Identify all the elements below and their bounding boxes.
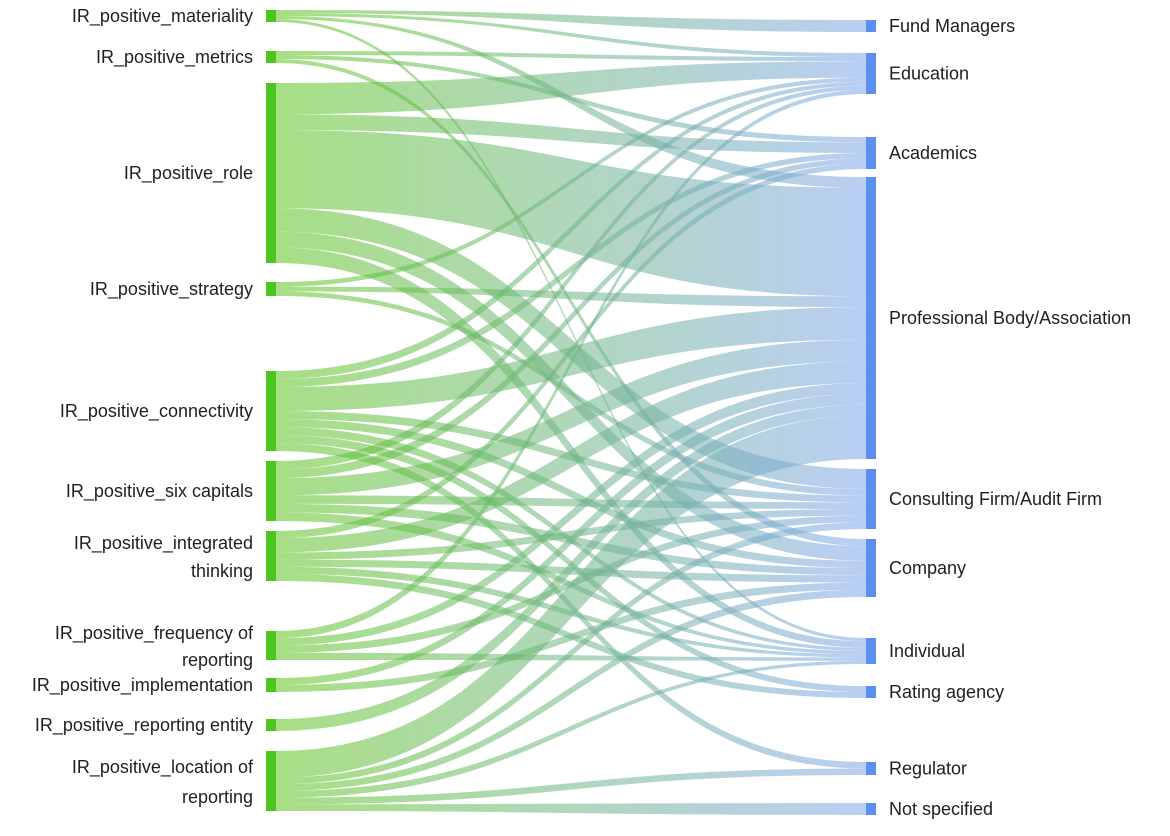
source-node-location	[266, 751, 276, 811]
target-node-individual	[866, 638, 876, 664]
target-label-consulting: Consulting Firm/Audit Firm	[889, 489, 1102, 509]
link-location-to-regulator	[276, 768, 866, 805]
source-label-materiality: IR_positive_materiality	[72, 6, 253, 27]
link-role-to-professional	[276, 129, 866, 297]
target-node-rating	[866, 686, 876, 698]
source-label-entity: IR_positive_reporting entity	[35, 715, 253, 736]
source-node-entity	[266, 719, 276, 731]
link-strategy-to-professional	[276, 286, 866, 308]
link-materiality-to-fund	[276, 10, 866, 32]
source-label-implementation: IR_positive_implementation	[32, 675, 253, 696]
target-label-education: Education	[889, 64, 969, 84]
link-implementation-to-company	[276, 582, 866, 692]
link-implementation-to-professional	[276, 393, 866, 685]
source-node-frequency	[266, 631, 276, 660]
source-nodes	[266, 10, 276, 811]
link-role-to-education	[276, 61, 866, 115]
target-node-notspec	[866, 803, 876, 815]
target-node-education	[866, 53, 876, 94]
link-integrated-to-academics	[276, 163, 866, 539]
target-label-regulator: Regulator	[889, 759, 967, 779]
link-strategy-to-education	[276, 77, 866, 287]
source-labels: IR_positive_materialityIR_positive_metri…	[32, 6, 254, 807]
source-node-role	[266, 83, 276, 263]
source-label-connectivity: IR_positive_connectivity	[60, 401, 253, 422]
link-location-to-notspec	[276, 803, 866, 815]
link-frequency-to-education	[276, 89, 866, 639]
target-node-fund	[866, 20, 876, 32]
target-node-company	[866, 539, 876, 597]
source-label-frequency: IR_positive_frequency of	[55, 623, 254, 644]
source-node-strategy	[266, 282, 276, 296]
link-location-to-professional	[276, 415, 866, 778]
target-labels: Fund ManagersEducationAcademicsProfessio…	[889, 16, 1131, 819]
source-node-implementation	[266, 678, 276, 692]
source-label-six_capitals: IR_positive_six capitals	[66, 481, 253, 502]
source-label-location-line2: reporting	[182, 787, 253, 807]
link-metrics-to-education	[276, 51, 866, 62]
link-strategy-to-consulting	[276, 291, 866, 496]
link-role-to-individual	[276, 247, 866, 648]
link-location-to-individual	[276, 660, 866, 798]
target-label-rating: Rating agency	[889, 682, 1004, 702]
target-node-professional	[866, 177, 876, 459]
source-node-six_capitals	[266, 461, 276, 521]
link-materiality-to-professional	[276, 16, 866, 188]
target-label-notspec: Not specified	[889, 799, 993, 819]
target-node-regulator	[866, 762, 876, 775]
link-role-to-academics	[276, 114, 866, 153]
target-label-professional: Professional Body/Association	[889, 308, 1131, 328]
link-integrated-to-consulting	[276, 509, 866, 560]
source-node-metrics	[266, 51, 276, 63]
link-six_capitals-to-academics	[276, 158, 866, 479]
source-label-location: IR_positive_location of	[72, 757, 254, 778]
link-frequency-to-professional	[276, 383, 866, 646]
source-label-role: IR_positive_role	[124, 163, 253, 184]
link-connectivity-to-academics	[276, 153, 866, 387]
link-entity-to-professional	[276, 404, 866, 731]
link-six_capitals-to-education	[276, 85, 866, 470]
source-node-connectivity	[266, 371, 276, 451]
target-label-academics: Academics	[889, 143, 977, 163]
source-label-frequency-line2: reporting	[182, 650, 253, 670]
link-location-to-company	[276, 589, 866, 791]
source-label-metrics: IR_positive_metrics	[96, 47, 253, 68]
target-label-individual: Individual	[889, 641, 965, 661]
link-materiality-to-individual	[276, 19, 866, 642]
link-location-to-consulting	[276, 522, 866, 785]
link-integrated-to-professional	[276, 361, 866, 553]
link-metrics-to-company	[276, 59, 866, 547]
link-metrics-to-academics	[276, 55, 866, 143]
target-label-fund: Fund Managers	[889, 16, 1015, 36]
sankey-links	[276, 10, 866, 815]
source-label-integrated: IR_positive_integrated	[74, 533, 253, 554]
link-connectivity-to-education	[276, 81, 866, 379]
link-six_capitals-to-professional	[276, 339, 866, 496]
link-materiality-to-education	[276, 13, 866, 58]
link-connectivity-to-professional	[276, 307, 866, 411]
target-node-consulting	[866, 469, 876, 529]
target-label-company: Company	[889, 558, 966, 578]
source-node-integrated	[266, 531, 276, 581]
source-label-integrated-line2: thinking	[191, 561, 253, 581]
source-label-strategy: IR_positive_strategy	[90, 279, 253, 300]
target-nodes	[866, 20, 876, 815]
link-role-to-company	[276, 231, 866, 561]
target-node-academics	[866, 137, 876, 169]
link-connectivity-to-company	[276, 419, 866, 568]
source-node-materiality	[266, 10, 276, 22]
